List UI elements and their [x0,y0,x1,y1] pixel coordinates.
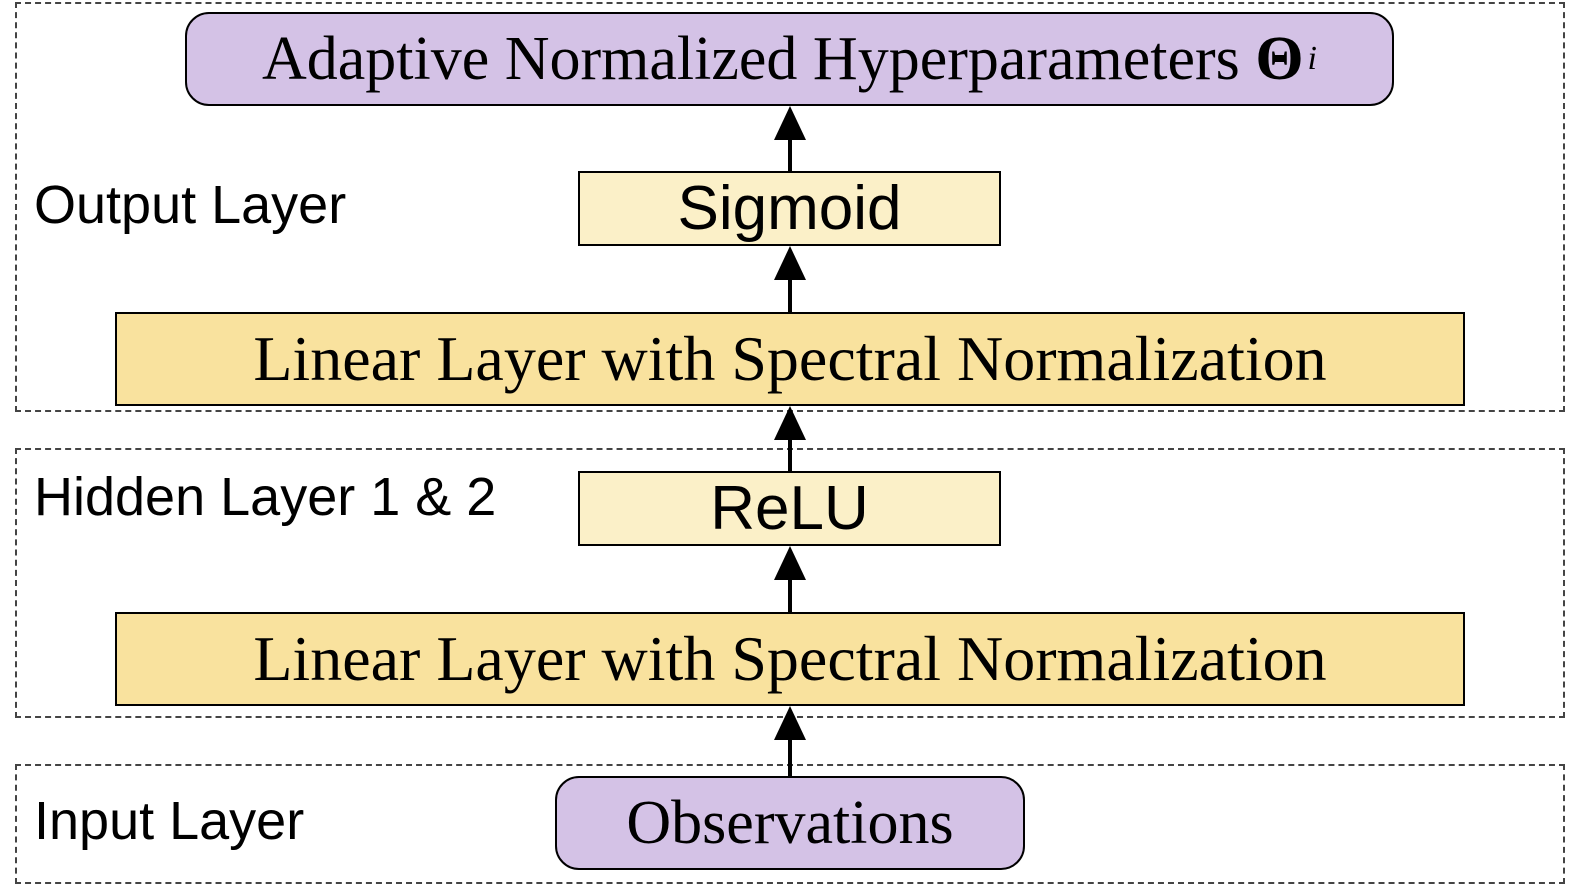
arrowhead-2 [774,546,806,580]
arrowhead-1 [774,706,806,740]
input-layer-label: Input Layer [34,791,305,851]
relu-node: ReLU [578,471,1001,546]
arrowhead-5 [774,106,806,140]
hyperparameters-text: Adaptive Normalized Hyperparameters [262,24,1256,93]
arrowhead-4 [774,246,806,280]
observations-input-node: Observations [555,776,1025,870]
sigmoid-node: Sigmoid [578,171,1001,246]
linear-hidden-node: Linear Layer with Spectral Normalization [115,612,1465,706]
arrowhead-3 [774,406,806,440]
output-layer-label: Output Layer [34,175,347,235]
linear-output-node: Linear Layer with Spectral Normalization [115,312,1465,406]
theta-superscript: i [1307,40,1317,77]
hidden-layer-label: Hidden Layer 1 & 2 [34,467,497,527]
theta-symbol: Θ [1255,24,1304,93]
